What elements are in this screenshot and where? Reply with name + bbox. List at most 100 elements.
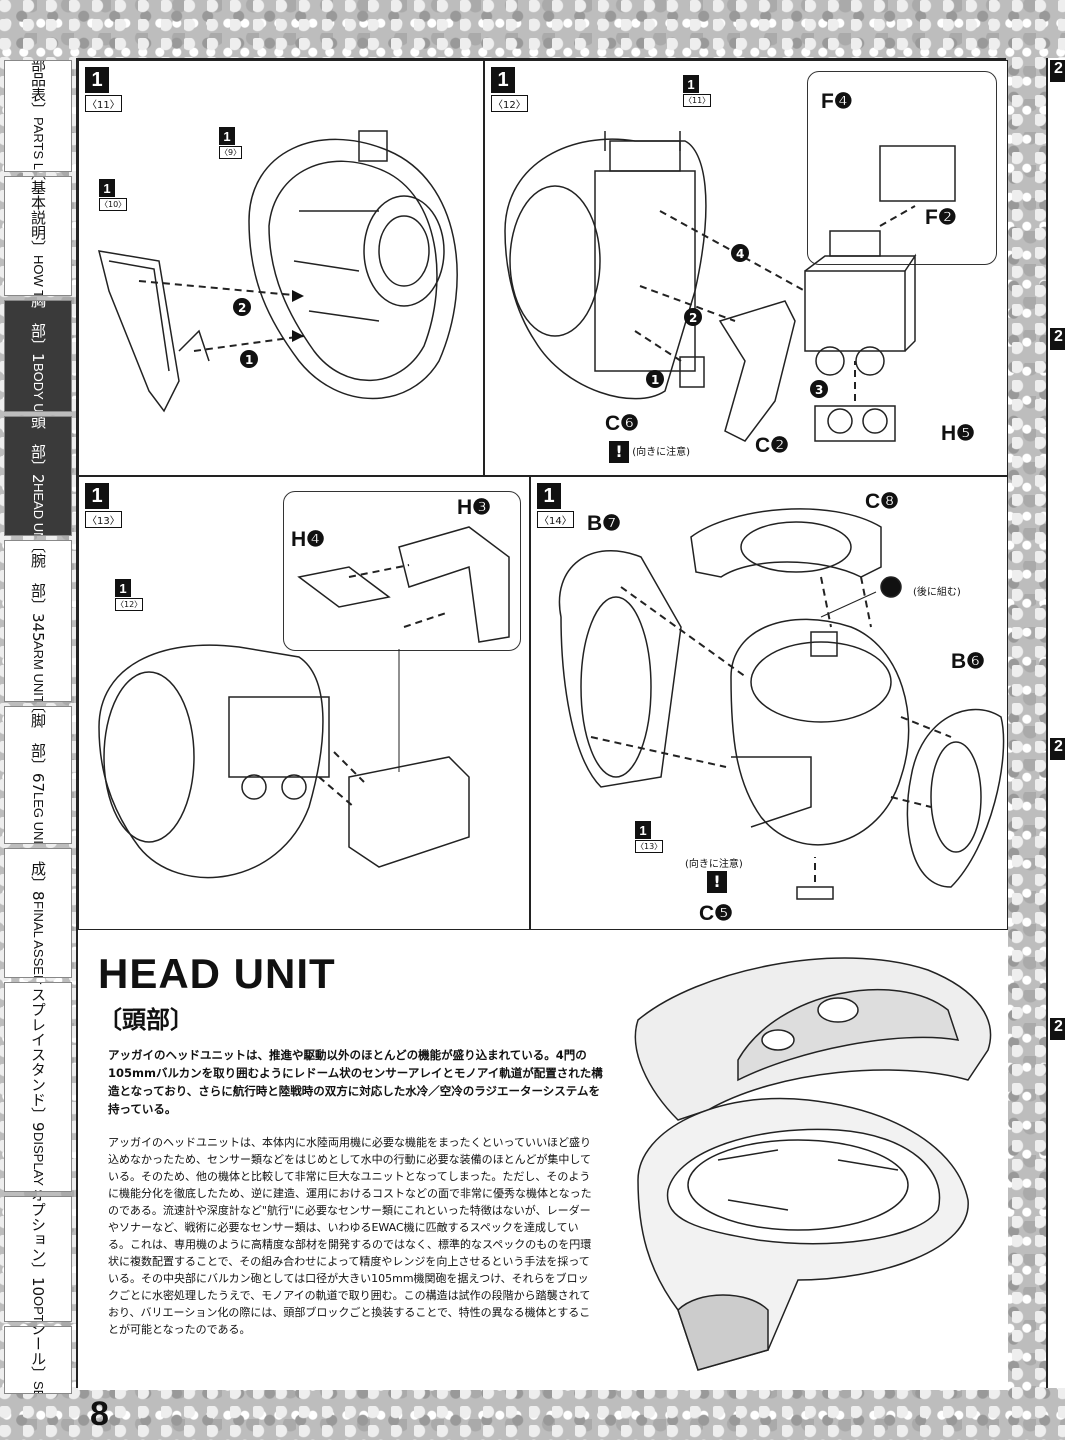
tab-label-ja: 〔腕 部〕345 — [29, 540, 47, 642]
orientation-note: (向きに注意) — [685, 859, 743, 870]
tab-display-stand[interactable]: 〔ディスプレイスタンド〕9DISPLAY STAND — [4, 982, 72, 1192]
part-label-h3: H❸ — [457, 496, 491, 519]
part-label-c6: C❻ — [605, 412, 639, 435]
arrow-label: 2 — [238, 301, 246, 315]
tab-parts-list[interactable]: 〔部品表〕PARTS LIST — [4, 60, 72, 172]
step-badge: 1 〈13〉 — [85, 483, 122, 528]
arrow-label: 3 — [815, 383, 823, 397]
step-sub-number: 〈11〉 — [85, 95, 122, 112]
part-label-b6: B❻ — [951, 650, 985, 673]
warning-icon: ! — [609, 441, 629, 463]
step-number: 1 — [85, 67, 109, 93]
tab-label-ja: 〔オプション〕10 — [29, 1196, 47, 1297]
ref-badge: 1 〈12〉 — [115, 579, 144, 611]
tab-final-assemble[interactable]: 〔完 成〕8FINAL ASSEMBLE — [4, 848, 72, 978]
note-text: (向きに注意) — [632, 447, 690, 458]
step-number: 1 — [85, 483, 109, 509]
ref-badge: 1 〈11〉 — [683, 75, 712, 107]
ref-sub: 〈13〉 — [635, 840, 664, 853]
orientation-note: ! (向きに注意) — [609, 441, 690, 463]
ref-badge: 1 〈9〉 — [219, 127, 243, 159]
ref-badge: 1 〈13〉 — [635, 821, 664, 853]
step-11-illustration: 2 1 — [97, 130, 458, 413]
tab-label-ja: 〔胸 部〕1 — [29, 300, 47, 363]
tab-option[interactable]: 〔オプション〕10OPTION — [4, 1196, 72, 1322]
tab-label-en: PARTS LIST — [31, 116, 46, 172]
tab-label-ja: 〔頭 部〕2 — [29, 416, 47, 484]
step-12-illustration: 4 2 1 3 — [504, 131, 956, 442]
manual-page: 1 〈11〉 1 〈9〉 1 〈10〉 — [76, 58, 1008, 1390]
tab-label-en: HEAD UNIT — [31, 483, 46, 536]
tab-arm-unit[interactable]: 〔腕 部〕345ARM UNIT — [4, 540, 72, 702]
arrow-label: 1 — [651, 373, 659, 387]
ref-number: 1 — [219, 127, 235, 145]
article-lead-paragraph: アッガイのヘッドユニットは、推進や駆動以外のほとんどの機能が盛り込まれている。4… — [108, 1048, 603, 1116]
arrow-step-1-marker — [240, 350, 258, 368]
ref-sub: 〈11〉 — [683, 94, 712, 107]
tab-label-ja: 〔部品表〕 — [29, 60, 47, 117]
ref-sub: 〈10〉 — [99, 198, 128, 211]
step-sub-number: 〈13〉 — [85, 511, 122, 528]
warning-icon: ! — [707, 871, 727, 893]
step-number: 1 — [537, 483, 561, 509]
part-label-c2: C❷ — [755, 434, 789, 457]
tab-head-unit[interactable]: 〔頭 部〕2HEAD UNIT — [4, 416, 72, 536]
assemble-later-note: (後に組む) — [913, 587, 961, 598]
callout-box — [807, 71, 997, 265]
ref-badge: 1 〈10〉 — [99, 179, 128, 211]
step-sub-number: 〈12〉 — [491, 95, 528, 112]
arrow-label: 4 — [736, 247, 744, 261]
article-body-paragraph: アッガイのヘッドユニットは、本体内に水陸両用機に必要な機能をまったくといっていい… — [108, 1136, 592, 1336]
tab-label-en: SEAL — [31, 1381, 46, 1393]
step-number: 1 — [491, 67, 515, 93]
step-panel-12: 1 〈12〉 1 〈11〉 F❹ F❷ H❺ C❷ C❻ ! (向きに注意) — [484, 60, 1008, 476]
section-index-sidebar: 〔部品表〕PARTS LIST 〔基本説明〕HOW TO 〔胸 部〕1BODY … — [0, 60, 76, 1394]
part-label-c5: C❺ — [699, 902, 733, 925]
next-step-badge: 2 — [1050, 328, 1065, 350]
ref-number: 1 — [635, 821, 651, 839]
article-subtitle: 〔頭部〕 — [98, 1006, 194, 1034]
warning-mark: ! — [707, 871, 727, 893]
arrow-label: 2 — [689, 311, 697, 325]
ref-number: 1 — [99, 179, 115, 197]
part-label-f4: F❹ — [821, 90, 853, 113]
tab-label-en: OPTION — [31, 1296, 46, 1322]
next-step-badge: 2 — [1050, 1018, 1065, 1040]
tab-label-ja: 〔シール〕 — [29, 1326, 47, 1381]
page-number: 8 — [90, 1395, 109, 1433]
tab-label-en: DISPLAY STAND — [31, 1131, 46, 1192]
part-label-h4: H❹ — [291, 528, 325, 551]
next-step-badge: 2 — [1050, 60, 1065, 82]
tab-label-en: BODY UNIT — [31, 363, 46, 412]
ref-sub: 〈12〉 — [115, 598, 144, 611]
ref-sub: 〈9〉 — [219, 146, 243, 159]
arrow-step-2-marker — [233, 298, 251, 316]
ref-number: 1 — [115, 579, 131, 597]
step-badge: 1 〈11〉 — [85, 67, 122, 112]
tab-label-en: LEG UNIT — [31, 792, 46, 844]
ref-number: 1 — [683, 75, 699, 93]
part-label-f2: F❷ — [925, 206, 957, 229]
tab-label-ja: 〔脚 部〕67 — [29, 706, 47, 793]
tab-label-ja: 〔完 成〕8 — [29, 848, 47, 901]
part-label-b7: B❼ — [587, 512, 621, 535]
head-unit-illustration — [634, 957, 992, 1371]
step-sub-number: 〈14〉 — [537, 511, 574, 528]
tab-label-ja: 〔ディスプレイスタンド〕9 — [29, 982, 47, 1132]
tab-seal[interactable]: 〔シール〕SEAL — [4, 1326, 72, 1394]
tab-label-ja: 〔基本説明〕 — [29, 176, 47, 255]
tab-how-to[interactable]: 〔基本説明〕HOW TO — [4, 176, 72, 296]
tab-label-en: ARM UNIT — [31, 641, 46, 702]
part-label-h5: H❺ — [941, 422, 975, 445]
step-badge: 1 〈14〉 — [537, 483, 574, 528]
tab-label-en: HOW TO — [31, 254, 46, 296]
tab-label-en: FINAL ASSEMBLE — [31, 900, 46, 978]
step-panel-14: 1 〈14〉 1 〈13〉 B❼ C❽ B❻ C❺ (後に組む) (向きに注意)… — [530, 476, 1008, 930]
step-13-illustration — [98, 526, 510, 879]
tab-leg-unit[interactable]: 〔脚 部〕67LEG UNIT — [4, 706, 72, 844]
callout-box — [283, 491, 521, 651]
arrow-label: 1 — [245, 353, 253, 367]
tab-body-unit[interactable]: 〔胸 部〕1BODY UNIT — [4, 300, 72, 412]
next-step-badge: 2 — [1050, 738, 1065, 760]
article-title: HEAD UNIT — [98, 950, 336, 997]
